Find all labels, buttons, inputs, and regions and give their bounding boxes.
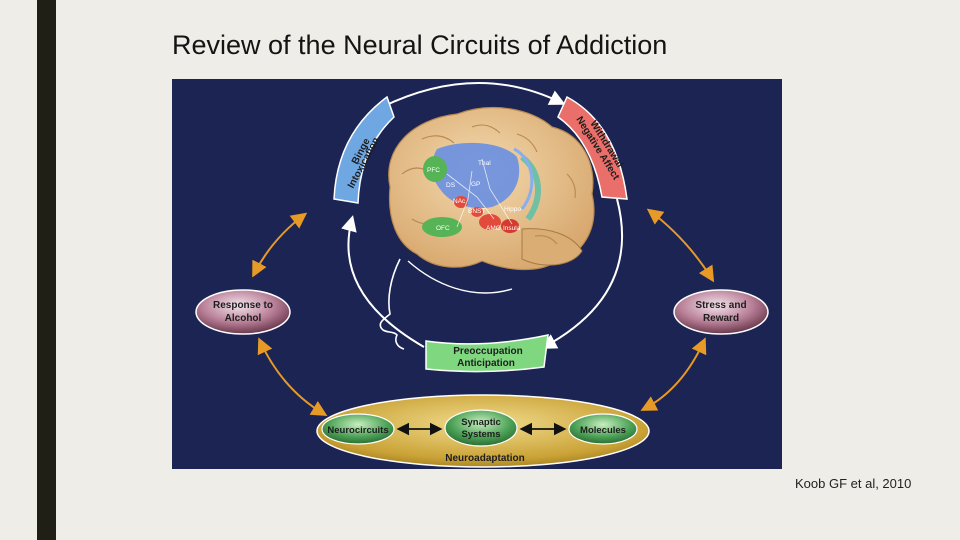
arrow-left-bottom <box>257 337 328 417</box>
cerebellum <box>521 228 583 266</box>
response-to-alcohol-node: Response to Alcohol <box>195 289 291 335</box>
arrow-withdrawal-to-preoccupation <box>540 198 624 349</box>
insula-region <box>501 219 519 233</box>
preoccupation-anticipation-stage: Preoccupation Anticipation <box>425 334 549 373</box>
label-ds: DS <box>446 182 456 189</box>
blue-striatum-region <box>432 142 520 209</box>
arrow-right-top <box>646 208 715 283</box>
arrow-left-top <box>252 212 308 278</box>
pfc-region <box>423 156 447 182</box>
head-outline <box>407 260 513 294</box>
citation: Koob GF et al, 2010 <box>795 476 912 491</box>
synaptic-label-line2: Systems <box>461 429 500 440</box>
molecules-label: Molecules <box>580 425 626 436</box>
feedback-arrows <box>252 208 715 417</box>
synaptic-label-line1: Synaptic <box>461 417 501 428</box>
cycle-arrows <box>341 82 624 349</box>
face-outline <box>379 258 405 350</box>
stress-and-reward-node: Stress and Reward <box>673 289 769 335</box>
response-label-line2: Alcohol <box>225 313 262 324</box>
arrow-binge-to-withdrawal <box>381 82 566 108</box>
label-nac: NAc <box>453 198 466 205</box>
preoccupation-banner <box>425 334 549 373</box>
bnst-region <box>471 207 483 217</box>
stress-label-line2: Reward <box>703 313 739 324</box>
stress-node-shape <box>673 289 769 335</box>
label-ofc: OFC <box>436 225 450 232</box>
blue-arc <box>513 147 534 210</box>
withdrawal-arc-banner <box>557 95 628 200</box>
response-node-shape <box>195 289 291 335</box>
label-thal: Thal <box>478 160 491 167</box>
ofc-region <box>422 217 462 237</box>
binge-arc-banner <box>333 95 395 204</box>
label-gp: GP <box>471 181 480 188</box>
neurocircuits-pill <box>321 413 395 445</box>
nac-region <box>454 196 468 208</box>
anticipation-label: Anticipation <box>457 358 515 369</box>
arrow-right-bottom <box>640 337 707 411</box>
neurocircuits-label: Neurocircuits <box>327 425 388 436</box>
label-pfc: PFC <box>427 167 440 174</box>
label-amg: AMG <box>486 225 501 232</box>
left-accent-bar <box>37 0 56 540</box>
brain-illustration: PFC Thal DS GP NAc BNST Hippo OFC AMG In… <box>379 107 595 350</box>
brain-folds <box>401 124 576 245</box>
label-insula: Insula <box>503 225 521 232</box>
molecules-pill <box>568 413 638 445</box>
arrow-preoccupation-to-binge <box>341 215 425 348</box>
synaptic-systems-pill <box>444 409 518 447</box>
neuroadaptation-band: Neuroadaptation Neurocircuits Synaptic S… <box>316 394 650 468</box>
stress-label-line1: Stress and <box>695 300 746 311</box>
label-bnst: BNST <box>468 208 485 215</box>
amg-region <box>479 214 501 230</box>
neural-pathway-lines <box>446 158 513 228</box>
addiction-cycle-diagram: PFC Thal DS GP NAc BNST Hippo OFC AMG In… <box>172 79 782 469</box>
label-hippo: Hippo <box>504 206 521 213</box>
response-label-line1: Response to <box>213 300 273 311</box>
neuroadaptation-label: Neuroadaptation <box>445 453 524 464</box>
brain-region-labels: PFC Thal DS GP NAc BNST Hippo OFC AMG In… <box>427 160 521 232</box>
preoccupation-label: Preoccupation <box>453 346 522 357</box>
slide-title: Review of the Neural Circuits of Addicti… <box>172 30 668 60</box>
